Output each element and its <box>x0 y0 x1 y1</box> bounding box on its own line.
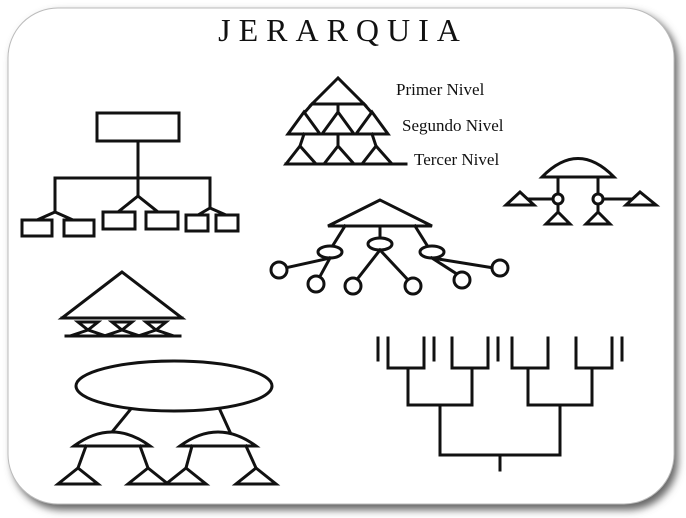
level-label-second: Segundo Nivel <box>402 116 504 136</box>
level-label-first: Primer Nivel <box>396 80 484 100</box>
page-title: JERARQUIA <box>0 12 686 49</box>
level-label-third: Tercer Nivel <box>414 150 499 170</box>
